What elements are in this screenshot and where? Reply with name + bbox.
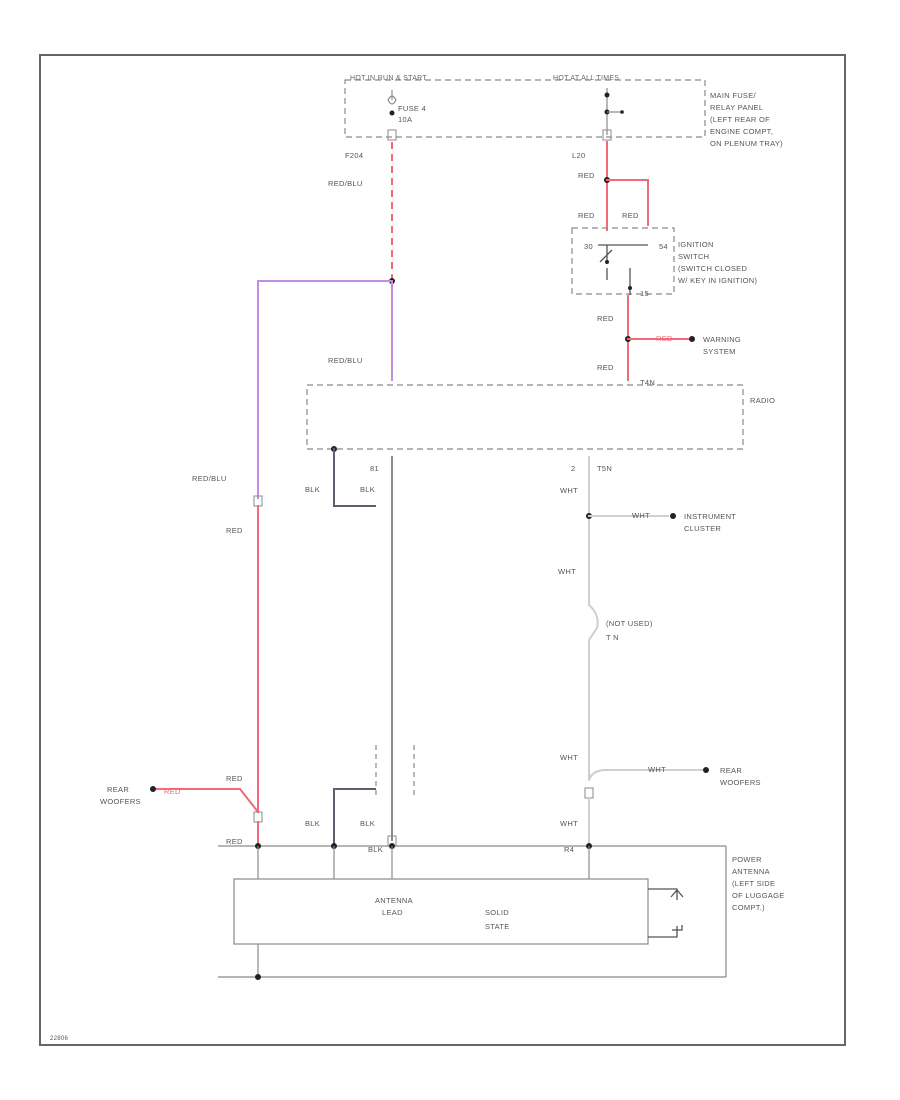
dashed-connector-symbol	[375, 745, 415, 795]
connector-l20-label: L20	[572, 151, 585, 160]
wire-red-label-1: RED	[578, 171, 595, 180]
solid-state-label-2: STATE	[485, 922, 510, 931]
wire-red-label-5: RED	[597, 363, 614, 372]
wire-purple-left-branch	[257, 280, 393, 499]
wire-blk-label-1: BLK	[305, 485, 320, 494]
wire-wht-label-2: WHT	[632, 511, 650, 520]
diagram-frame	[39, 54, 846, 1046]
radio-box	[306, 384, 744, 450]
ignition-switch-contacts	[598, 244, 648, 295]
ignition-label-3: (SWITCH CLOSED	[678, 264, 747, 273]
main-fuse-line-4: ENGINE COMPT,	[710, 127, 773, 136]
rear-woofers-left-terminal	[150, 786, 156, 792]
fuse-4-symbol	[387, 90, 397, 105]
power-antenna-label-2: ANTENNA	[732, 867, 770, 876]
power-antenna-label-5: COMPT.)	[732, 903, 765, 912]
connector-f204-label: F204	[345, 151, 363, 160]
instrument-cluster-terminal	[670, 513, 676, 519]
antenna-lead-label-2: LEAD	[382, 908, 403, 917]
radio-pin-2: 2	[571, 464, 575, 473]
instrument-label-2: CLUSTER	[684, 524, 721, 533]
antenna-lead-label-1: ANTENNA	[375, 896, 413, 905]
wire-wht-label-5: WHT	[648, 765, 666, 774]
hot-all-times-label: HOT AT ALL TIMES	[553, 75, 619, 82]
fuse-4-label: FUSE 4	[398, 104, 426, 113]
pin-blk-label: BLK	[368, 845, 383, 854]
not-used-break	[588, 604, 599, 780]
rear-woofers-right-label-1: REAR	[720, 766, 742, 775]
wire-blk-label-2: BLK	[360, 485, 375, 494]
rear-woofers-right-label-2: WOOFERS	[720, 778, 761, 787]
wire-red-label-2: RED	[578, 211, 595, 220]
rear-woofers-left-label-1: REAR	[107, 785, 129, 794]
wire-red-loop	[606, 179, 649, 226]
instrument-label-1: INSTRUMENT	[684, 512, 736, 521]
main-fuse-line-1: MAIN FUSE/	[710, 91, 757, 100]
ground-node	[255, 974, 261, 980]
wire-red-left-label: RED	[226, 526, 243, 535]
pin-r-label: R4	[564, 845, 574, 854]
rear-woofers-right-terminal	[703, 767, 709, 773]
ignition-pin-15: 15	[640, 289, 649, 298]
ignition-label-1: IGNITION	[678, 240, 714, 249]
wire-wht-to-rear-woofers	[587, 769, 703, 782]
warning-label-2: SYSTEM	[703, 347, 736, 356]
ignition-pin-54: 54	[659, 242, 668, 251]
hot-bus-stub-end	[620, 110, 624, 114]
warning-label-1: WARNING	[703, 335, 741, 344]
radio-pin-81: 81	[370, 464, 379, 473]
connector-t4n-label: T4N	[640, 378, 655, 387]
wire-blk-label-3: BLK	[305, 819, 320, 828]
connector-t-n-label: T N	[606, 633, 619, 642]
connector-l20-symbol	[602, 129, 612, 141]
wire-wht-label-1: WHT	[560, 486, 578, 495]
wire-wht-label-3: WHT	[558, 567, 576, 576]
wire-blk-short	[333, 448, 376, 507]
connector-red-lower-symbol	[253, 811, 263, 823]
wire-wht-label-6: WHT	[560, 819, 578, 828]
wire-blk-lower	[333, 788, 376, 847]
ignition-label-4: W/ KEY IN IGNITION)	[678, 276, 758, 285]
antenna-motor-symbol	[648, 888, 684, 938]
wire-red-blu-left-label: RED/BLU	[192, 474, 227, 483]
hot-bus-node-1	[604, 92, 610, 98]
ignition-label-2: SWITCH	[678, 252, 709, 261]
radio-label: RADIO	[750, 396, 775, 405]
wire-red-rear-label: RED	[226, 774, 243, 783]
warning-system-terminal	[689, 336, 695, 342]
hot-run-start-label: HOT IN RUN & START	[350, 75, 427, 82]
fuse-4-node	[389, 110, 395, 116]
not-used-label: (NOT USED)	[606, 619, 653, 628]
main-fuse-line-2: RELAY PANEL	[710, 103, 763, 112]
rear-woofers-left-label-2: WOOFERS	[100, 797, 141, 806]
power-antenna-label-1: POWER	[732, 855, 762, 864]
wire-red-label-6: RED	[656, 334, 673, 343]
wire-red-blu-top-label: RED/BLU	[328, 179, 363, 188]
connector-f204-symbol	[387, 129, 397, 141]
solid-state-label-1: SOLID	[485, 908, 509, 917]
power-antenna-label-3: (LEFT SIDE	[732, 879, 775, 888]
connector-wht-symbol	[584, 787, 594, 799]
main-fuse-relay-panel-box	[344, 79, 706, 138]
ignition-contact-b	[628, 286, 632, 290]
main-fuse-line-5: ON PLENUM TRAY)	[710, 139, 783, 148]
antenna-module-box	[233, 878, 649, 945]
wire-red-rear-woofers	[156, 788, 260, 814]
ignition-switch-box	[571, 227, 675, 295]
wire-red-label-4: RED	[597, 314, 614, 323]
ignition-contact-a	[605, 260, 609, 264]
fuse-4-amps-label: 10A	[398, 115, 412, 124]
ignition-pin-30: 30	[584, 242, 593, 251]
corner-code: 22806	[50, 1036, 69, 1042]
wire-red-rear-b-label: RED	[164, 787, 181, 796]
wire-red-blu-mid-label: RED/BLU	[328, 356, 363, 365]
power-antenna-label-4: OF LUGGAGE	[732, 891, 785, 900]
wire-blk-label-4: BLK	[360, 819, 375, 828]
connector-t5n-label: T5N	[597, 464, 612, 473]
main-fuse-line-3: (LEFT REAR OF	[710, 115, 770, 124]
wire-red-label-3: RED	[622, 211, 639, 220]
red-bottom-label: RED	[226, 837, 243, 846]
wire-wht-label-4: WHT	[560, 753, 578, 762]
